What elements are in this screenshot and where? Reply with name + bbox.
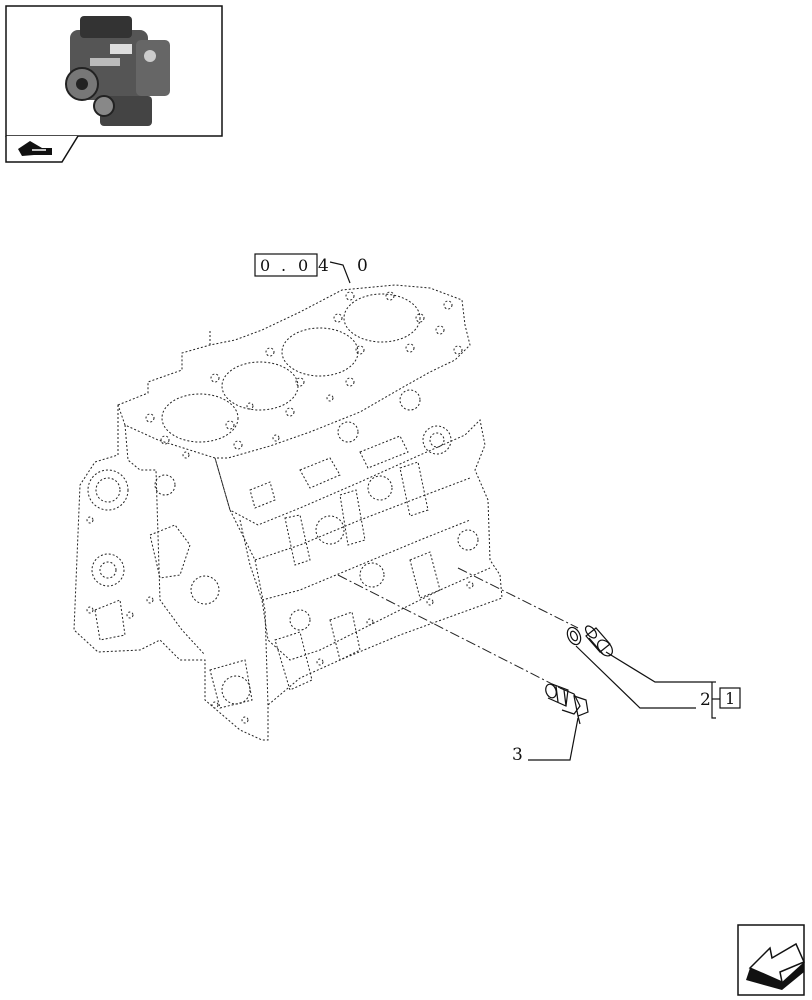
callout-2-leaders: [575, 645, 720, 719]
assembly-line-sensor: [337, 574, 561, 689]
callout-2-label: 2: [700, 690, 711, 710]
deck-holes: [145, 291, 463, 459]
engine-block-drawing: [73, 284, 503, 741]
callout-2-ref: 1: [725, 689, 735, 708]
callout-2-ref-box: [719, 687, 741, 709]
reference-code-box: [254, 253, 318, 277]
ref-suffix: 0: [357, 256, 368, 276]
ref-digit-3: 0: [298, 256, 308, 275]
ref-leader-line: [329, 261, 351, 284]
callout-3-leader: [528, 717, 579, 761]
thumbnail-frame: [5, 5, 223, 163]
hand-pointer-icon: [18, 141, 52, 156]
ref-digit-1: 0: [260, 256, 270, 275]
ref-digit-2: .: [281, 256, 286, 275]
sealing-washer: [566, 626, 582, 646]
engine-thumbnail-icon: [65, 16, 170, 126]
callout-3-label: 3: [512, 745, 523, 765]
assembly-line-plug: [457, 567, 579, 629]
part-pressure-sensor: [545, 683, 589, 725]
next-page-arrow-icon[interactable]: [737, 924, 805, 996]
reference-code: 0 . 0 4 0: [254, 253, 368, 284]
ref-digit-4: 4: [318, 256, 329, 276]
threaded-plug: [584, 625, 613, 657]
